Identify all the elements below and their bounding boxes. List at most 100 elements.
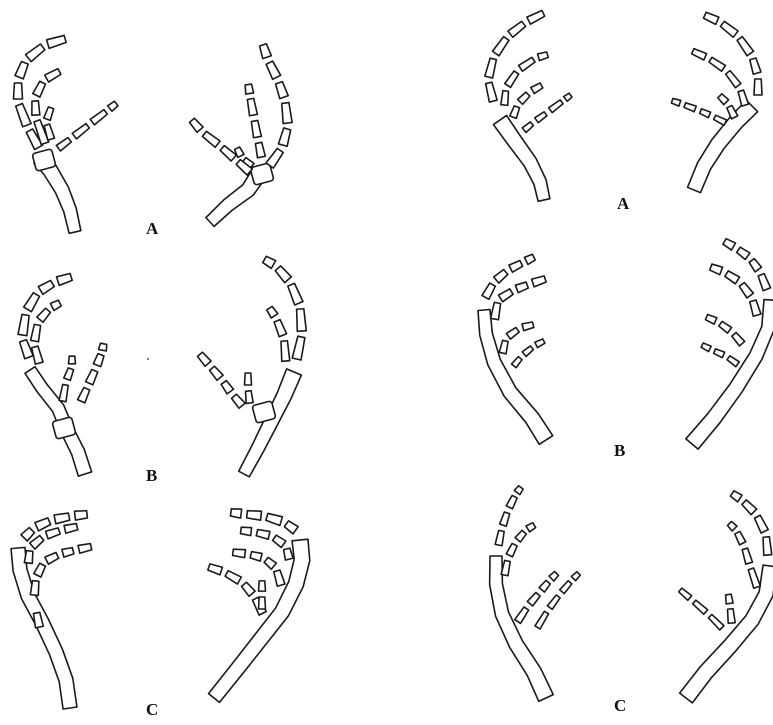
phalanx bbox=[24, 551, 32, 564]
limb-shaft bbox=[688, 100, 758, 192]
phalanx bbox=[714, 349, 725, 358]
phalanx bbox=[535, 339, 545, 348]
digit-4 bbox=[208, 564, 266, 615]
phalanx bbox=[547, 595, 560, 609]
phalanx bbox=[260, 44, 272, 59]
phalanx bbox=[535, 112, 547, 123]
phalanx bbox=[38, 280, 54, 294]
phalanx bbox=[508, 21, 526, 37]
phalanx bbox=[18, 314, 29, 335]
phalanx bbox=[485, 58, 497, 78]
phalanx bbox=[108, 101, 118, 111]
phalanx bbox=[718, 94, 729, 105]
phalanx bbox=[532, 276, 547, 287]
phalanx bbox=[69, 356, 76, 364]
phalanx bbox=[202, 131, 220, 147]
phalanx bbox=[245, 84, 253, 94]
phalanx bbox=[742, 500, 757, 515]
panel-label-left-a: A bbox=[146, 219, 158, 239]
phalanx bbox=[506, 543, 517, 556]
limb-shaft bbox=[686, 300, 773, 450]
digit-4 bbox=[56, 101, 118, 151]
digit-3 bbox=[515, 571, 559, 623]
phalanx bbox=[266, 148, 283, 168]
digit-4 bbox=[198, 352, 246, 408]
phalanx bbox=[703, 12, 718, 24]
digit-2 bbox=[501, 523, 535, 576]
digit-2 bbox=[245, 84, 265, 158]
phalanx bbox=[275, 266, 291, 283]
panel-label-left-c: C bbox=[146, 700, 158, 720]
digit-3 bbox=[510, 83, 543, 118]
carpal-block bbox=[32, 149, 56, 172]
limb-left-b-2 bbox=[198, 256, 307, 477]
phalanx bbox=[708, 614, 724, 630]
digit-4 bbox=[535, 572, 580, 629]
phalanx bbox=[266, 61, 281, 79]
phalanx bbox=[32, 101, 40, 115]
phalanx bbox=[44, 107, 54, 120]
phalanx bbox=[519, 57, 536, 71]
phalanx bbox=[739, 282, 753, 298]
limb-left-a-1 bbox=[14, 35, 118, 233]
phalanx bbox=[571, 572, 580, 581]
phalanx bbox=[24, 293, 40, 312]
phalanx bbox=[511, 357, 522, 368]
phalanx bbox=[264, 557, 276, 569]
phalanx bbox=[499, 340, 508, 354]
digit-5 bbox=[259, 581, 266, 609]
phalanx bbox=[281, 341, 290, 362]
phalanx bbox=[714, 115, 727, 125]
phalanx bbox=[491, 302, 501, 319]
phalanx bbox=[47, 35, 67, 48]
phalanx bbox=[531, 83, 543, 94]
phalanx bbox=[72, 124, 89, 139]
phalanx bbox=[59, 384, 68, 401]
phalanx bbox=[754, 515, 768, 533]
phalanx bbox=[705, 315, 716, 325]
phalanx bbox=[538, 52, 549, 61]
phalanx bbox=[240, 527, 251, 535]
phalanx bbox=[735, 531, 746, 544]
phalanx bbox=[522, 322, 534, 331]
limb-right-b-1 bbox=[478, 254, 553, 444]
phalanx bbox=[276, 82, 289, 99]
limb-right-b-2 bbox=[686, 239, 773, 450]
digit-3 bbox=[245, 373, 254, 403]
digit-2 bbox=[240, 527, 293, 560]
phalanx bbox=[522, 346, 533, 357]
phalanx bbox=[515, 530, 526, 542]
phalanx bbox=[20, 340, 34, 359]
phalanx bbox=[54, 513, 70, 524]
phalanx bbox=[233, 549, 246, 557]
panel-label-left-b: B bbox=[146, 466, 157, 486]
phalanx bbox=[208, 564, 223, 575]
phalanx bbox=[245, 373, 252, 385]
phalanx bbox=[726, 71, 741, 88]
limb-shaft bbox=[490, 556, 554, 701]
digit-3 bbox=[726, 594, 736, 623]
phalanx bbox=[247, 511, 262, 520]
phalanx bbox=[45, 552, 59, 564]
phalanx bbox=[748, 568, 760, 588]
phalanx bbox=[34, 563, 46, 577]
phalanx bbox=[700, 109, 711, 118]
phalanx bbox=[232, 394, 246, 408]
phalanx bbox=[282, 103, 292, 124]
phalanx bbox=[78, 544, 92, 554]
phalanx bbox=[679, 588, 692, 600]
phalanx bbox=[549, 571, 559, 581]
phalanx bbox=[498, 289, 513, 302]
phalanx bbox=[16, 104, 31, 127]
phalanx bbox=[500, 512, 510, 526]
digit-3 bbox=[30, 544, 91, 596]
phalanx bbox=[86, 369, 98, 384]
phalanx bbox=[37, 308, 51, 322]
phalanx bbox=[259, 597, 266, 609]
phalanx bbox=[518, 92, 530, 104]
phalanx bbox=[267, 306, 278, 318]
phalanx bbox=[30, 581, 39, 596]
phalanx bbox=[32, 346, 43, 364]
phalanx bbox=[93, 354, 104, 367]
